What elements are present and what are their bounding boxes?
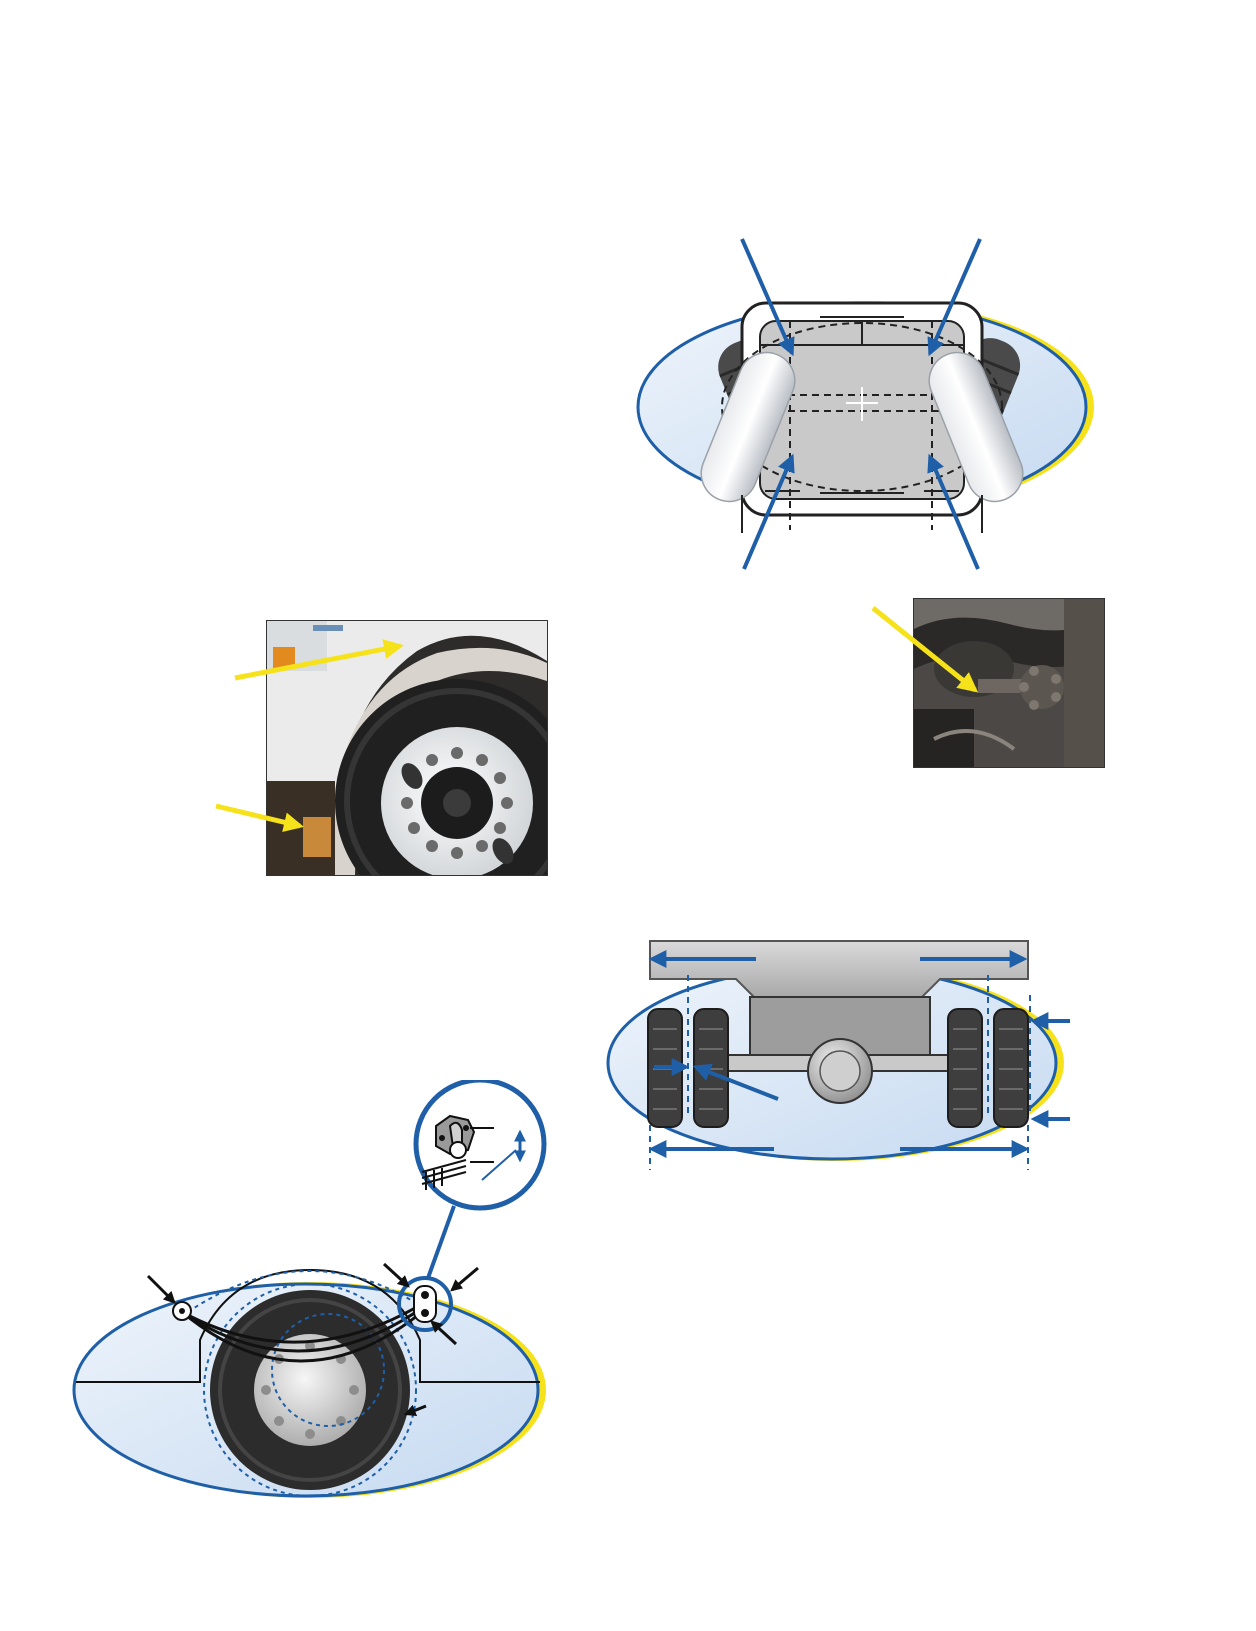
spring-shackle bbox=[397, 1276, 453, 1332]
leaf-spring-side-view-diagram bbox=[72, 1080, 547, 1498]
shackle-detail-callout bbox=[413, 1080, 547, 1211]
front-axle-top-view-diagram bbox=[636, 238, 1094, 570]
right-front-tire bbox=[928, 351, 1024, 503]
steering-linkage-photo bbox=[913, 598, 1105, 768]
rear-axle-front-view-diagram bbox=[606, 940, 1070, 1170]
linkage-callout-arrow bbox=[871, 606, 979, 693]
left-front-tire bbox=[700, 351, 796, 503]
photo-callout-arrows bbox=[215, 639, 404, 833]
wheel-well-photo bbox=[266, 620, 548, 876]
